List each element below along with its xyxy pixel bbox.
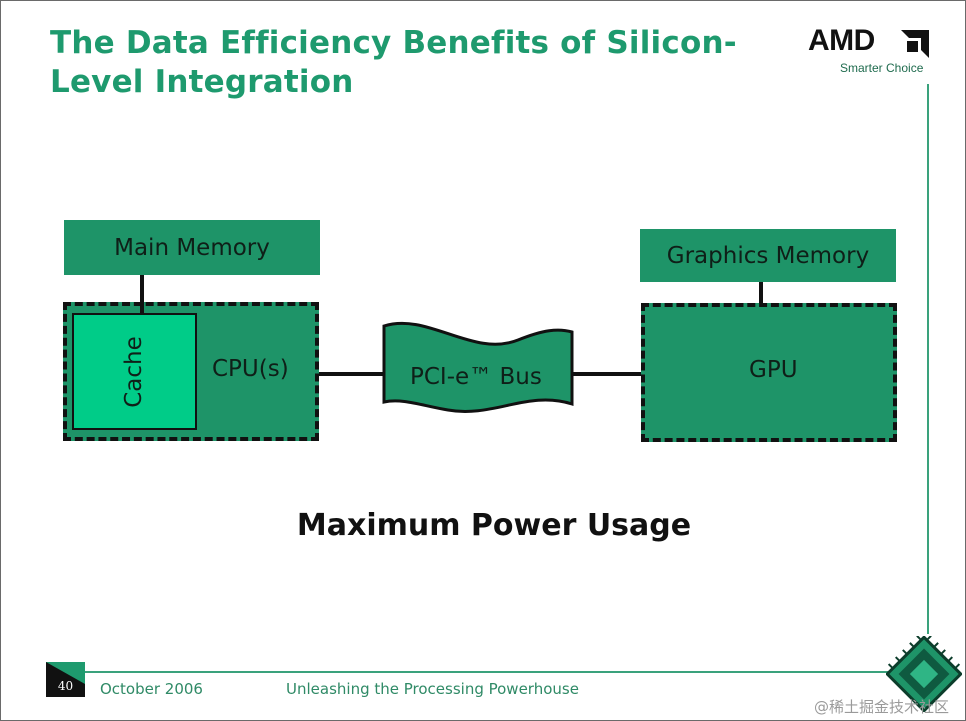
cache-label: Cache	[121, 336, 147, 408]
chip-icon	[886, 636, 962, 712]
cache-connector	[140, 302, 144, 314]
graphics-memory-connector	[759, 282, 763, 304]
right-rule	[927, 84, 929, 634]
pci-bus-shape	[382, 321, 574, 413]
main-memory-label: Main Memory	[114, 234, 270, 261]
footer-tagline: Unleashing the Processing Powerhouse	[286, 680, 579, 698]
logo-tagline: Smarter Choice	[840, 61, 924, 75]
graphics-memory-box: Graphics Memory	[640, 229, 896, 282]
main-memory-box: Main Memory	[64, 220, 320, 275]
watermark: @稀土掘金技术社区	[814, 698, 950, 716]
cache-box	[72, 313, 197, 430]
amd-arrow-icon	[901, 30, 929, 58]
badge-corner-icon	[46, 662, 85, 684]
footer-date: October 2006	[100, 680, 203, 698]
headline: Maximum Power Usage	[296, 508, 692, 543]
gpu-label: GPU	[749, 357, 798, 383]
page-number: 40	[57, 679, 74, 693]
cpu-bus-connector	[319, 372, 383, 376]
gpu-block	[641, 303, 897, 442]
bus-label: PCI-e™ Bus	[410, 364, 542, 390]
logo-brand: AMD	[808, 24, 875, 57]
slide-title: The Data Efficiency Benefits of Silicon-…	[50, 25, 737, 100]
page-badge: 40	[46, 662, 85, 697]
main-memory-connector	[140, 275, 144, 315]
graphics-memory-label: Graphics Memory	[666, 242, 870, 269]
amd-logo: AMD Smarter Choice	[808, 24, 936, 80]
bottom-rule	[60, 671, 890, 673]
bus-gpu-connector	[572, 372, 644, 376]
cpu-label: CPU(s)	[212, 356, 289, 382]
